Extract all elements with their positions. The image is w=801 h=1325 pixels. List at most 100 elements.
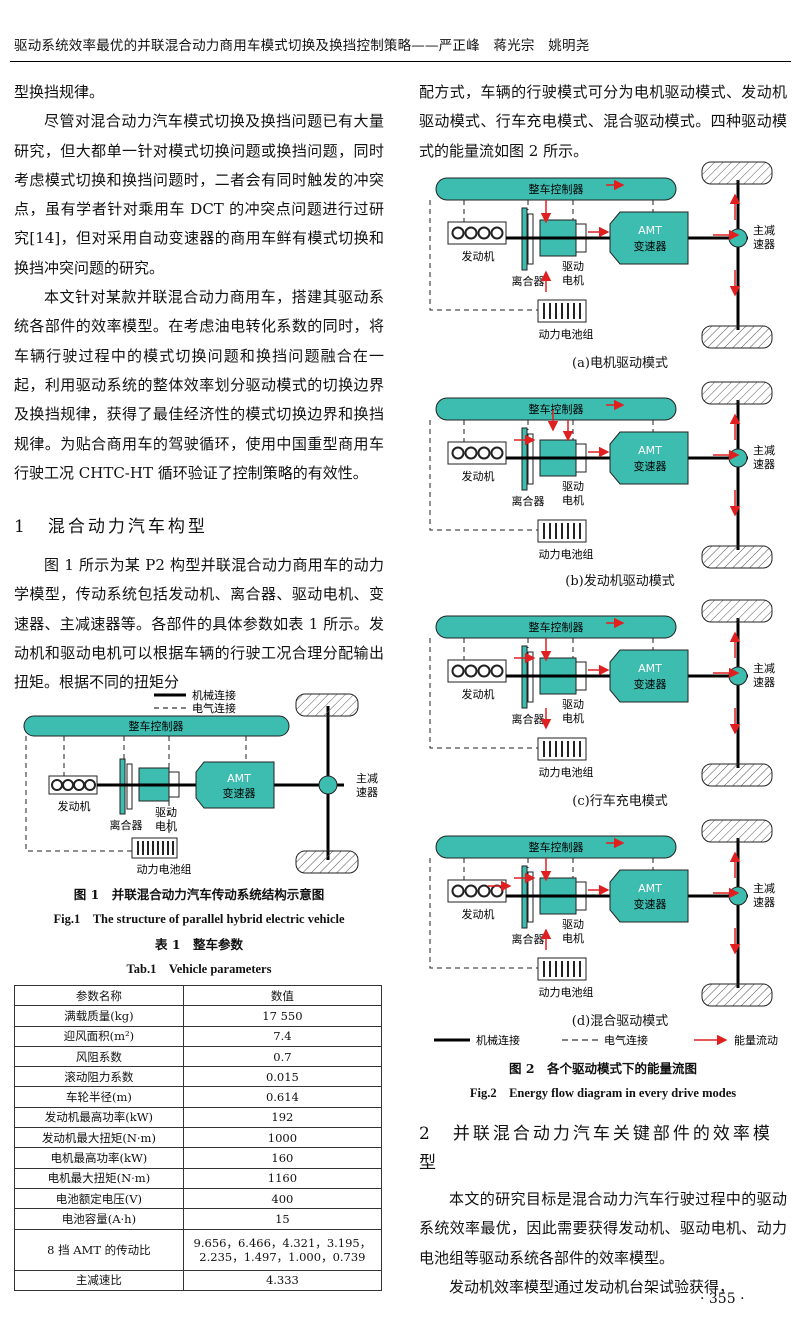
clutch-label: 离合器 — [512, 274, 545, 288]
paragraph: 发动机效率模型通过发动机台架试验获得， — [449, 1277, 735, 1296]
running-header: 驱动系统效率最优的并联混合动力商用车模式切换及换挡控制策略——严正峰 蒋光宗 姚… — [14, 38, 590, 54]
table-cell: 电机最高功率(kW) — [14, 1147, 184, 1169]
table-cell: 160 — [182, 1147, 383, 1169]
left-column-text: 型换挡规律。 尽管对混合动力汽车模式切换及换挡问题已有大量研究，但大都单一针对模… — [14, 78, 384, 488]
final-drive-label-2: 速器 — [753, 676, 775, 689]
battery-label: 动力电池组 — [539, 985, 594, 999]
table-header-cell: 数值 — [182, 984, 383, 1007]
controller-label: 整车控制器 — [529, 182, 584, 196]
final-drive-label-2: 速器 — [356, 786, 378, 799]
fig2-subcaption-a: (a)电机驱动模式 — [572, 356, 668, 371]
transmission-label: 变速器 — [634, 677, 667, 691]
table-row: 电机最大扭矩(N·m)1160 — [14, 1167, 383, 1189]
table-row: 满载质量(kg)17 550 — [14, 1005, 383, 1027]
table-row: 迎风面积(m²)7.4 — [14, 1025, 383, 1047]
table-cell: 0.015 — [182, 1066, 383, 1088]
controller-label: 整车控制器 — [529, 840, 584, 854]
final-drive-label-1: 主减 — [753, 224, 775, 237]
table-header-row: 参数名称 数值 — [14, 984, 383, 1007]
table-cell: 9.656，6.466，4.321，3.195，2.235，1.497，1.00… — [182, 1228, 383, 1271]
table-cell: 0.7 — [182, 1045, 383, 1068]
amt-label: AMT — [638, 444, 662, 457]
amt-label: AMT — [638, 882, 662, 895]
section-heading: 1 混合动力汽车构型 — [14, 517, 208, 537]
fig2-diagram-motor-drive: 整车控制器 发动机 离合器 驱动 电机 AMT 变速器 — [429, 161, 775, 349]
table-header-cell: 参数名称 — [14, 984, 184, 1007]
table-cell: 0.614 — [182, 1086, 383, 1108]
controller-label: 整车控制器 — [129, 719, 184, 733]
left-column-text-2: 图 1 所示为某 P2 构型并联混合动力商用车的动力学模型，传动系统包括发动机、… — [14, 551, 384, 697]
motor-label-2: 电机 — [562, 931, 584, 945]
header-rule — [10, 61, 791, 62]
engine-label: 发动机 — [462, 469, 495, 483]
final-drive-label-2: 速器 — [753, 238, 775, 251]
engine-label: 发动机 — [58, 799, 91, 813]
final-drive-label-1: 主减 — [753, 662, 775, 675]
table-cell: 192 — [182, 1106, 383, 1129]
paragraph: 型换挡规律。 — [14, 83, 105, 101]
table-cell: 电池额定电压(V) — [14, 1187, 184, 1210]
legend-flow-label: 能量流动 — [734, 1033, 778, 1047]
table-cell: 滚动阻力系数 — [14, 1066, 184, 1088]
paragraph: 图 1 所示为某 P2 构型并联混合动力商用车的动力学模型，传动系统包括发动机、… — [14, 556, 384, 692]
table-row: 电池额定电压(V)400 — [14, 1187, 383, 1210]
page-number: · 355 · — [700, 1291, 745, 1307]
final-drive-label-1: 主减 — [753, 882, 775, 895]
table-cell: 满载质量(kg) — [14, 1005, 184, 1027]
table-cell: 1000 — [182, 1127, 383, 1149]
figure-2-caption-en: Fig.2 Energy flow diagram in every drive… — [469, 1086, 737, 1100]
amt-label: AMT — [638, 662, 662, 675]
amt-label: AMT — [638, 224, 662, 237]
motor-label-1: 驱动 — [562, 260, 584, 273]
paragraph: 尽管对混合动力汽车模式切换及换挡问题已有大量研究，但大都单一针对模式切换问题或换… — [14, 112, 384, 277]
table-row: 发动机最高功率(kW)192 — [14, 1106, 383, 1129]
right-column-text-2: 本文的研究目标是混合动力汽车行驶过程中的驱动系统效率最优，因此需要获得发动机、驱… — [419, 1185, 787, 1302]
figure-2-caption-cn: 图 2 各个驱动模式下的能量流图 — [508, 1061, 698, 1076]
transmission-label: 变速器 — [634, 459, 667, 473]
fig2-subcaption-b: (b)发动机驱动模式 — [565, 574, 675, 589]
motor-label-2: 电机 — [562, 493, 584, 507]
motor-label-2: 电机 — [155, 819, 177, 833]
section-heading: 2 并联混合动力汽车关键部件的效率模型 — [419, 1124, 773, 1173]
legend-elec-label: 电气连接 — [192, 701, 236, 715]
amt-label: AMT — [227, 772, 251, 785]
table-1-caption-en: Tab.1 Vehicle parameters — [126, 962, 272, 976]
table-cell: 17 550 — [182, 1005, 383, 1027]
legend-mech-label: 机械连接 — [192, 688, 236, 702]
final-drive-label-2: 速器 — [753, 458, 775, 471]
battery-label: 动力电池组 — [539, 765, 594, 779]
table-cell: 400 — [182, 1187, 383, 1210]
right-column-text: 配方式，车辆的行驶模式可分为电机驱动模式、发动机驱动模式、行车充电模式、混合驱动… — [419, 78, 787, 166]
table-cell: 主减速比 — [14, 1269, 184, 1291]
motor-label-1: 驱动 — [562, 480, 584, 493]
table-cell: 8 挡 AMT 的传动比 — [14, 1228, 184, 1271]
table-cell: 风阻系数 — [14, 1045, 184, 1068]
table-cell: 电机最大扭矩(N·m) — [14, 1167, 184, 1189]
paragraph: 本文针对某款并联混合动力商用车，搭建其驱动系统各部件的效率模型。在考虑油电转化系… — [14, 288, 384, 482]
table-row: 电池容量(A·h)15 — [14, 1208, 383, 1230]
table-row: 发动机最大扭矩(N·m)1000 — [14, 1127, 383, 1149]
transmission-label: 变速器 — [223, 786, 256, 800]
motor-label-2: 电机 — [562, 711, 584, 725]
transmission-label: 变速器 — [634, 897, 667, 911]
table-cell: 7.4 — [182, 1025, 383, 1047]
clutch-label: 离合器 — [512, 932, 545, 946]
clutch-label: 离合器 — [512, 494, 545, 508]
battery-label: 动力电池组 — [539, 547, 594, 561]
legend-mech-label: 机械连接 — [476, 1033, 520, 1047]
table-cell: 15 — [182, 1208, 383, 1230]
table-cell: 迎风面积(m²) — [14, 1025, 184, 1047]
table-cell: 电池容量(A·h) — [14, 1208, 184, 1230]
table-row: 车轮半径(m)0.614 — [14, 1086, 383, 1108]
table-cell: 发动机最高功率(kW) — [14, 1106, 184, 1129]
motor-label-1: 驱动 — [155, 806, 177, 819]
engine-label: 发动机 — [462, 249, 495, 263]
clutch-label: 离合器 — [512, 712, 545, 726]
table-cell: 发动机最大扭矩(N·m) — [14, 1127, 184, 1149]
engine-label: 发动机 — [462, 687, 495, 701]
fig2-subcaption-d: (d)混合驱动模式 — [571, 1014, 669, 1029]
battery-label: 动力电池组 — [137, 862, 192, 876]
